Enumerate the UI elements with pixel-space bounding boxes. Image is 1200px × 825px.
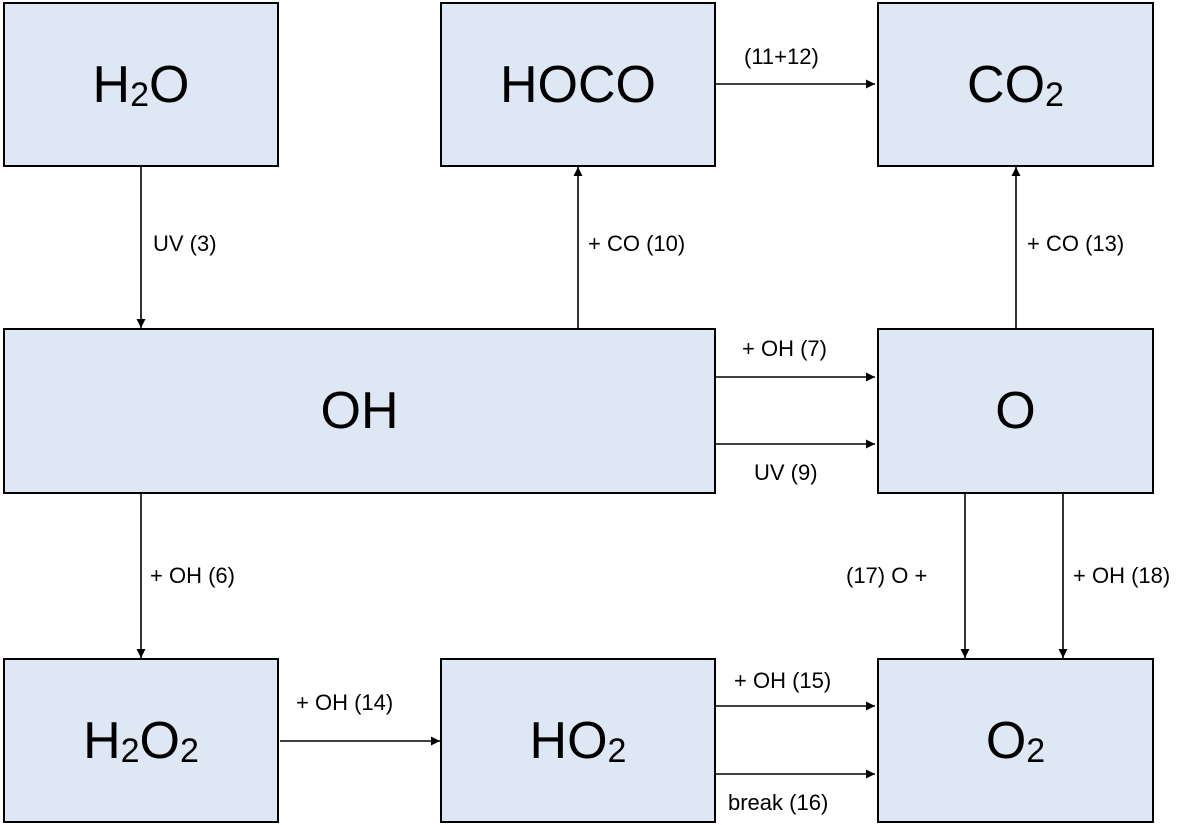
node-oh: OH: [3, 328, 716, 494]
node-h2o-text: H: [92, 55, 131, 114]
node-ho2-text: HO: [529, 711, 608, 770]
edge-label-oh7: + OH (7): [742, 336, 827, 361]
edge-label-co10: + CO (10): [588, 231, 686, 256]
edge-label-break16: break (16): [728, 790, 829, 815]
node-hoco: HOCO: [440, 2, 716, 167]
edge-label-oh14: + OH (14): [296, 690, 394, 715]
edge-label-r1112: (11+12): [744, 44, 819, 69]
edge-label-oh18: + OH (18): [1073, 563, 1171, 588]
node-h2o2-text: H: [83, 711, 121, 770]
node-co2-text: CO: [967, 55, 1046, 114]
edge-label-oh6: + OH (6): [150, 563, 235, 588]
edge-label-oh15: + OH (15): [734, 668, 832, 693]
edge-label-co13: + CO (13): [1027, 231, 1125, 256]
node-oh-text: OH: [320, 382, 399, 440]
node-h2o2-text-mid: O: [139, 711, 180, 770]
node-h2o-text-tail: O: [149, 55, 190, 114]
node-o-text: O: [995, 382, 1036, 440]
node-o2-text: O: [985, 711, 1027, 770]
node-o: O: [877, 328, 1154, 494]
node-hoco-text: HOCO: [500, 55, 656, 114]
edge-label-uv9: UV (9): [754, 460, 818, 485]
edge-label-uv3: UV (3): [153, 231, 217, 256]
edge-label-r17: (17) O +: [846, 563, 928, 588]
